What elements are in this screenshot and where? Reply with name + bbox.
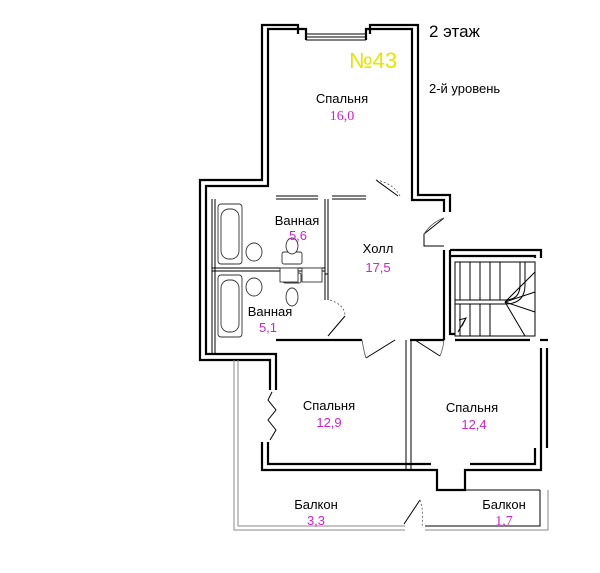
room-name-balcony-right: Балкон <box>482 497 526 512</box>
room-name-bath-2: Ванная <box>248 304 293 319</box>
room-name-bedroom-top: Спальня <box>316 91 368 106</box>
room-area-bedroom-right: 12,4 <box>461 417 486 432</box>
fixtures <box>217 203 328 338</box>
room-name-bedroom-left: Спальня <box>303 398 355 413</box>
room-area-bedroom-left: 12,9 <box>316 415 341 430</box>
partitions <box>211 195 549 492</box>
room-name-bedroom-right: Спальня <box>446 400 498 415</box>
outer-walls <box>198 23 543 368</box>
room-name-bath-1: Ванная <box>275 213 320 228</box>
floor-label: 2 этаж <box>429 22 481 41</box>
room-name-balcony-left: Балкон <box>294 497 338 512</box>
room-labels: Спальня 16,0 Ванная 5,6 Холл 17,5 Ванная… <box>248 91 526 529</box>
room-area-bath-1: 5,6 <box>289 228 307 243</box>
balconies <box>233 360 549 531</box>
level-label: 2-й уровень <box>429 81 500 96</box>
apartment-number: №43 <box>349 48 397 73</box>
room-area-bedroom-top: 16,0 <box>330 109 355 124</box>
staircase <box>454 261 536 337</box>
doors <box>267 179 445 527</box>
room-area-balcony-left: 3,3 <box>307 513 325 528</box>
room-area-bath-2: 5,1 <box>259 320 277 335</box>
room-area-hall: 17,5 <box>365 260 390 275</box>
room-name-hall: Холл <box>363 241 394 256</box>
room-area-balcony-right: 1,7 <box>495 514 513 529</box>
